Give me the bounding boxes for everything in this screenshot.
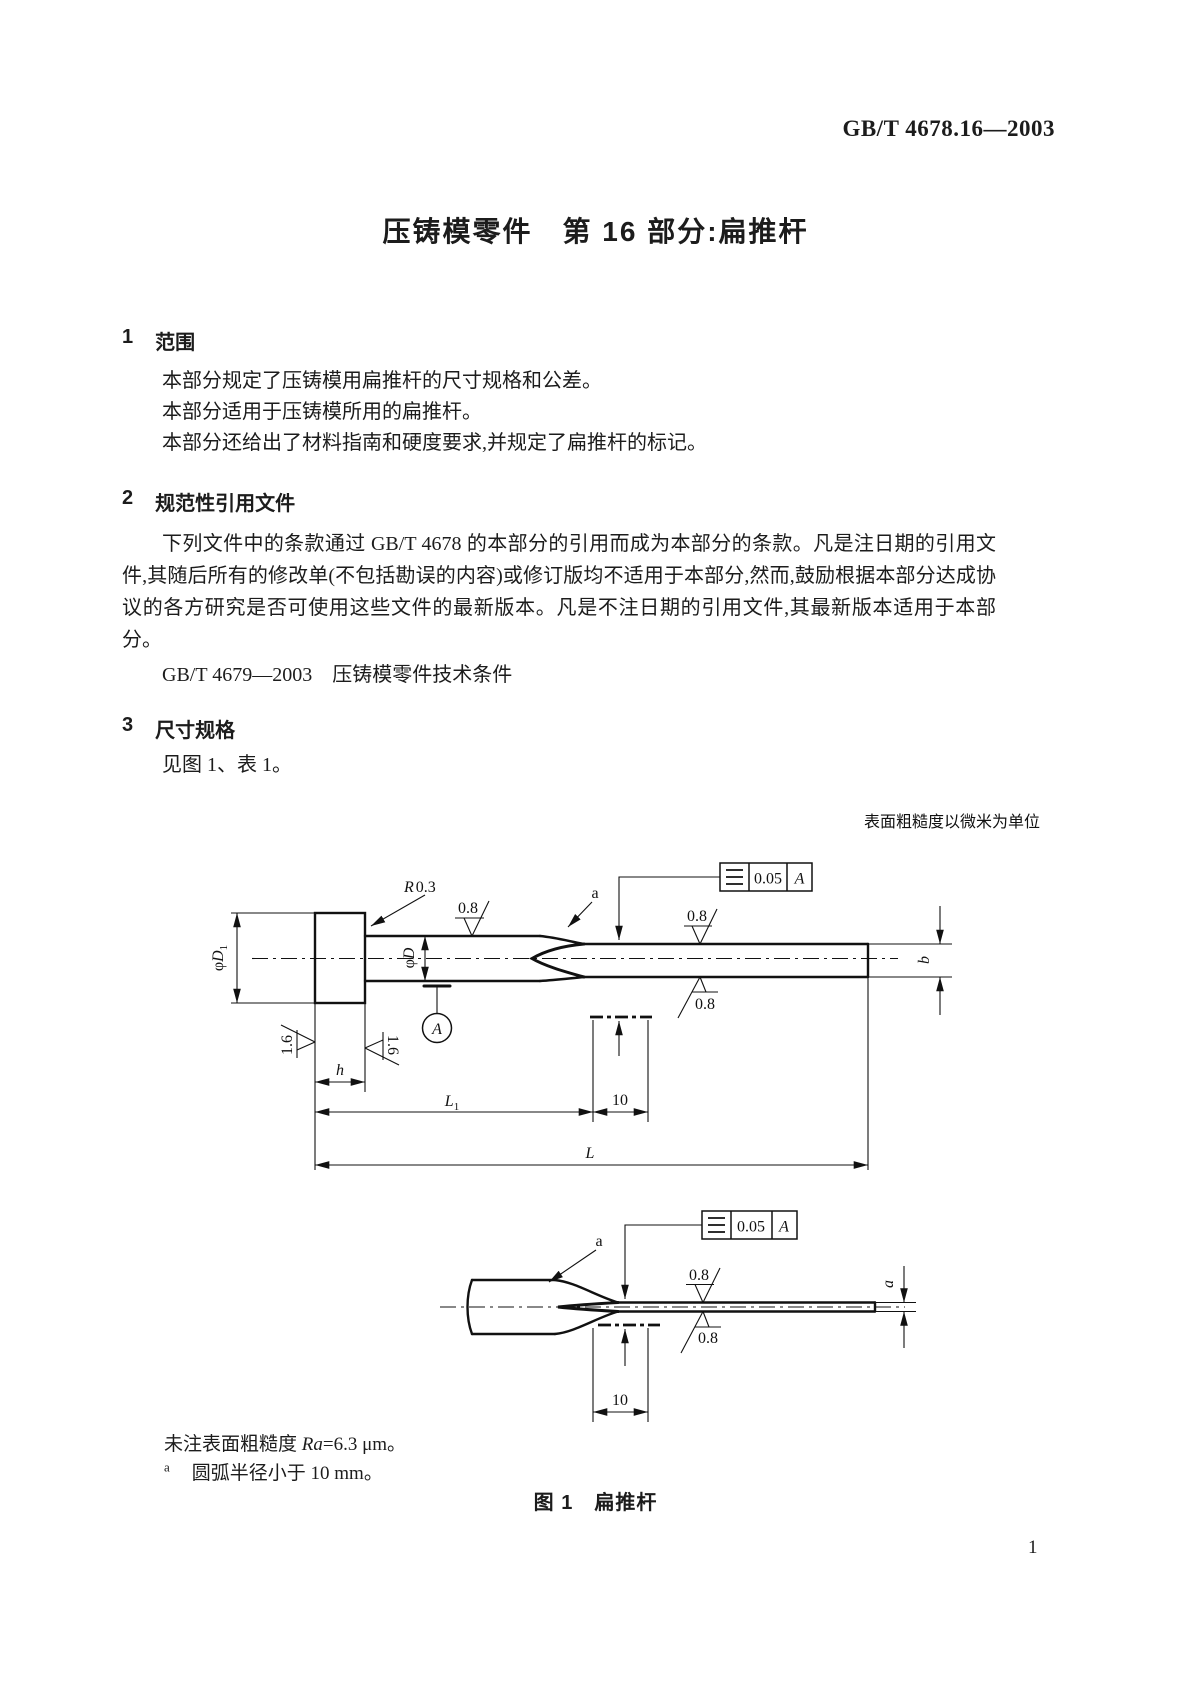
phi-d1-label: φD1 [210,945,230,971]
footnote-a-marker: a [164,1459,170,1475]
dim-blade-thickness: a [875,1266,916,1348]
roughness-mark-blade-top: 0.8 [684,908,718,945]
dim-total-length: L [315,977,869,1170]
svg-text:1.6: 1.6 [384,1035,401,1055]
svg-text:0.05: 0.05 [737,1219,765,1236]
dim-shaft-diameter: φD [401,936,429,981]
section-1-number: 1 [122,326,134,348]
svg-text:10: 10 [612,1092,628,1109]
transition-arc-callout-side-view: a [548,1233,603,1283]
svg-text:b: b [916,956,933,964]
svg-text:A: A [778,1219,789,1236]
section-1-paragraph: 本部分还给出了材料指南和硬度要求,并规定了扁推杆的标记。 [162,432,707,454]
datum-a-target: A [421,984,453,1044]
dim-10-side-view: 10 [592,1328,649,1422]
svg-text:0.8: 0.8 [698,1330,718,1347]
side-view-outline [440,1278,905,1336]
svg-text:a: a [595,1233,602,1250]
normative-reference: GB/T 4679—2003 压铸模零件技术条件 [162,664,513,686]
roughness-unit-note: 表面粗糙度以微米为单位 [864,813,1040,831]
symmetry-tolerance-frame-top-view: 0.05 A [590,862,813,1056]
page-number: 1 [1028,1537,1038,1558]
dim-blade-width: b [868,906,952,1015]
section-2-paragraph: 下列文件中的条款通过 GB/T 4678 的本部分的引用而成为本部分的条款。凡是… [122,533,996,651]
dim-10-top-view: 10 [592,1020,649,1122]
svg-text:0.8: 0.8 [689,1267,709,1284]
dim-head-diameter: φD1 [210,912,315,1004]
symmetry-symbol-icon [726,869,743,885]
front-view-outline [252,911,898,1005]
section-1-title: 范围 [155,332,196,354]
section-2-number: 2 [122,487,134,509]
page-title: 压铸模零件 第 16 部分:扁推杆 [382,216,809,247]
roughness-mark-head-left: 1.6 [279,1024,316,1058]
roughness-mark-shaft-top: 0.8 [455,900,490,937]
phi-d-label: φD [401,947,418,968]
section-1-heading: 1 范围 [122,326,195,355]
section-1-paragraph: 本部分规定了压铸模用扁推杆的尺寸规格和公差。 [162,370,602,392]
dim-l1-length: L1 [315,1093,593,1116]
svg-text:A: A [794,871,805,888]
figure-caption: 图 1 扁推杆 [533,1492,658,1514]
svg-text:1.6: 1.6 [279,1035,296,1055]
svg-text:0.8: 0.8 [695,996,715,1013]
svg-text:0.05: 0.05 [754,871,782,888]
section-3-number: 3 [122,714,134,736]
symmetry-symbol-icon [708,1217,725,1233]
roughness-mark-blade-bottom: 0.8 [677,976,718,1019]
doc-number: GB/T 4678.16—2003 [842,116,1055,141]
roughness-mark-side-bottom: 0.8 [680,1311,721,1354]
figure-footnote-roughness: 未注表面粗糙度 Ra=6.3 μm。 [164,1434,407,1455]
transition-arc-callout-top-view: a [567,885,599,928]
section-3-heading: 3 尺寸规格 [122,714,235,743]
section-2-heading: 2 规范性引用文件 [122,487,295,516]
section-2-title: 规范性引用文件 [155,493,296,515]
svg-text:0.8: 0.8 [687,908,707,925]
svg-text:a: a [880,1280,897,1288]
datum-a-letter: A [431,1021,442,1038]
section-1-paragraph: 本部分适用于压铸模所用的扁推杆。 [162,401,482,423]
svg-text:a: a [591,885,598,902]
svg-text:10: 10 [612,1392,628,1409]
section-3-title: 尺寸规格 [155,720,236,742]
svg-text:0.8: 0.8 [458,900,478,917]
dim-head-thickness: h [314,1003,366,1170]
section-3-paragraph: 见图 1、表 1。 [162,754,292,776]
roughness-mark-side-top: 0.8 [686,1267,721,1303]
svg-text:L: L [585,1145,595,1162]
svg-text:h: h [336,1062,344,1079]
roughness-mark-head-right: 1.6 [364,1032,401,1066]
l1-label: L1 [444,1093,459,1113]
symmetry-tolerance-frame-side-view: 0.05 A [598,1210,798,1366]
